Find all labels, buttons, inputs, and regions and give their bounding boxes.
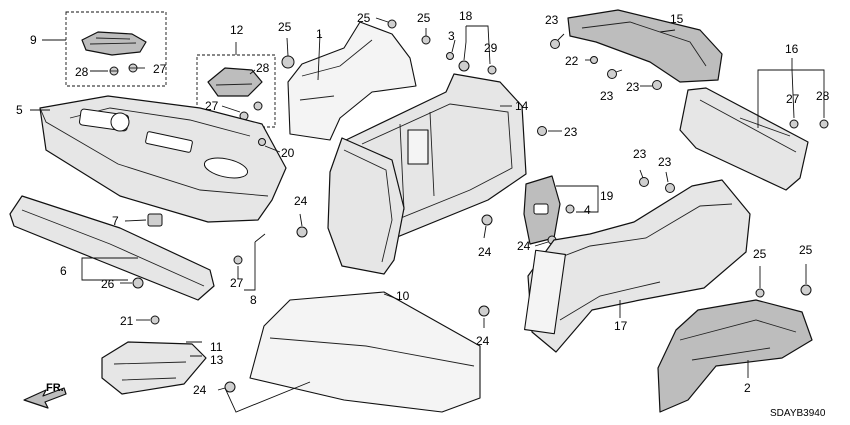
clip-22 [590, 56, 598, 64]
part-1-trunk-side-lining [287, 21, 417, 141]
clip-23-d [652, 80, 662, 90]
callout-15: 15 [670, 12, 684, 26]
part-19-access-lid [523, 175, 561, 245]
clip-25-d [755, 288, 765, 298]
part-6-shelf-trim [9, 195, 215, 301]
part-2-wheelhouse-trim [657, 299, 813, 413]
callout-29: 29 [484, 41, 498, 55]
callout-23: 23 [658, 155, 672, 169]
clip-24-d [478, 305, 490, 317]
callout-8: 8 [250, 293, 257, 307]
clip-3 [446, 52, 454, 60]
part-11-tool-tray [101, 341, 207, 395]
callout-27: 27 [230, 276, 244, 290]
clip-27-d [789, 119, 799, 129]
callout-28: 28 [75, 65, 89, 79]
clip-23-c [607, 69, 617, 79]
clip-23-b [550, 39, 560, 49]
leader-lines [30, 17, 825, 413]
front-direction-arrow: FR. [23, 382, 67, 409]
clip-28-c [819, 119, 829, 129]
clip-24-e [224, 381, 236, 393]
part-left-trunk-side-trim [327, 137, 405, 275]
callout-17: 17 [614, 319, 628, 333]
clip-23-e [639, 177, 649, 187]
callout-6: 6 [60, 264, 67, 278]
callout-16: 16 [785, 42, 799, 56]
callout-24: 24 [294, 194, 308, 208]
part-17-trunk-side-lining-right [524, 179, 751, 353]
callout-25: 25 [753, 247, 767, 261]
callout-25: 25 [278, 20, 292, 34]
callout-27: 27 [205, 99, 219, 113]
callout-28: 28 [816, 89, 830, 103]
callout-24: 24 [478, 245, 492, 259]
part-10-trunk-floor-mat [249, 291, 481, 413]
clip-23-a [537, 126, 547, 136]
callout-24: 24 [193, 383, 207, 397]
callout-5: 5 [16, 103, 23, 117]
callout-14: 14 [515, 99, 529, 113]
clip-25-e [800, 284, 812, 296]
callout-22: 22 [565, 54, 579, 68]
clip-28-a [109, 66, 119, 76]
clip-25-b [387, 19, 397, 29]
callout-numbers: 9 28 27 12 28 27 5 7 6 26 27 8 20 25 1 2… [16, 9, 830, 397]
callout-25: 25 [799, 243, 813, 257]
callout-24: 24 [476, 334, 490, 348]
clip-28-b [253, 101, 263, 111]
clip-25-c [421, 35, 431, 45]
part-12-light-unit [207, 67, 263, 97]
clip-26 [132, 277, 144, 289]
callout-4: 4 [584, 203, 591, 217]
callout-23: 23 [600, 89, 614, 103]
clip-29 [487, 65, 497, 75]
clip-24-a [296, 226, 308, 238]
clip-18 [458, 60, 470, 72]
clip-23-f [665, 183, 675, 193]
callout-11: 11 [210, 340, 223, 354]
part-9-light-cover [81, 31, 147, 56]
callout-2: 2 [744, 381, 751, 395]
callout-25: 25 [417, 11, 431, 25]
callout-12: 12 [230, 23, 244, 37]
part-16-rear-sill-trim [679, 87, 809, 191]
callout-18: 18 [459, 9, 473, 23]
callout-25: 25 [357, 11, 371, 25]
clip-24-b [481, 214, 493, 226]
callout-28: 28 [256, 61, 270, 75]
callout-23: 23 [626, 80, 640, 94]
callout-13: 13 [210, 353, 224, 367]
clip-21 [150, 315, 160, 325]
callout-21: 21 [120, 314, 134, 328]
callout-10: 10 [396, 289, 410, 303]
callout-26: 26 [101, 277, 115, 291]
part-15-trunk-lid-lining [567, 9, 723, 83]
callout-23: 23 [633, 147, 647, 161]
part-9-group-box [65, 11, 167, 87]
part-7-grommet [147, 213, 163, 227]
callout-1: 1 [316, 27, 323, 41]
callout-20: 20 [281, 146, 295, 160]
callout-9: 9 [30, 33, 37, 47]
clip-27-c [233, 255, 243, 265]
callout-23: 23 [564, 125, 578, 139]
clip-20 [258, 138, 266, 146]
callout-7: 7 [112, 214, 119, 228]
part-5-rear-tray [39, 95, 287, 223]
callout-23: 23 [545, 13, 559, 27]
callout-24: 24 [517, 239, 531, 253]
front-direction-label: FR. [46, 382, 64, 394]
clip-27-a [128, 63, 138, 73]
callout-27: 27 [786, 92, 800, 106]
callout-3: 3 [448, 29, 455, 43]
callout-19: 19 [600, 189, 614, 203]
diagram-code: SDAYB3940 [770, 408, 826, 419]
clip-4 [565, 204, 575, 214]
clip-25-a [281, 55, 295, 69]
callout-27: 27 [153, 62, 167, 76]
